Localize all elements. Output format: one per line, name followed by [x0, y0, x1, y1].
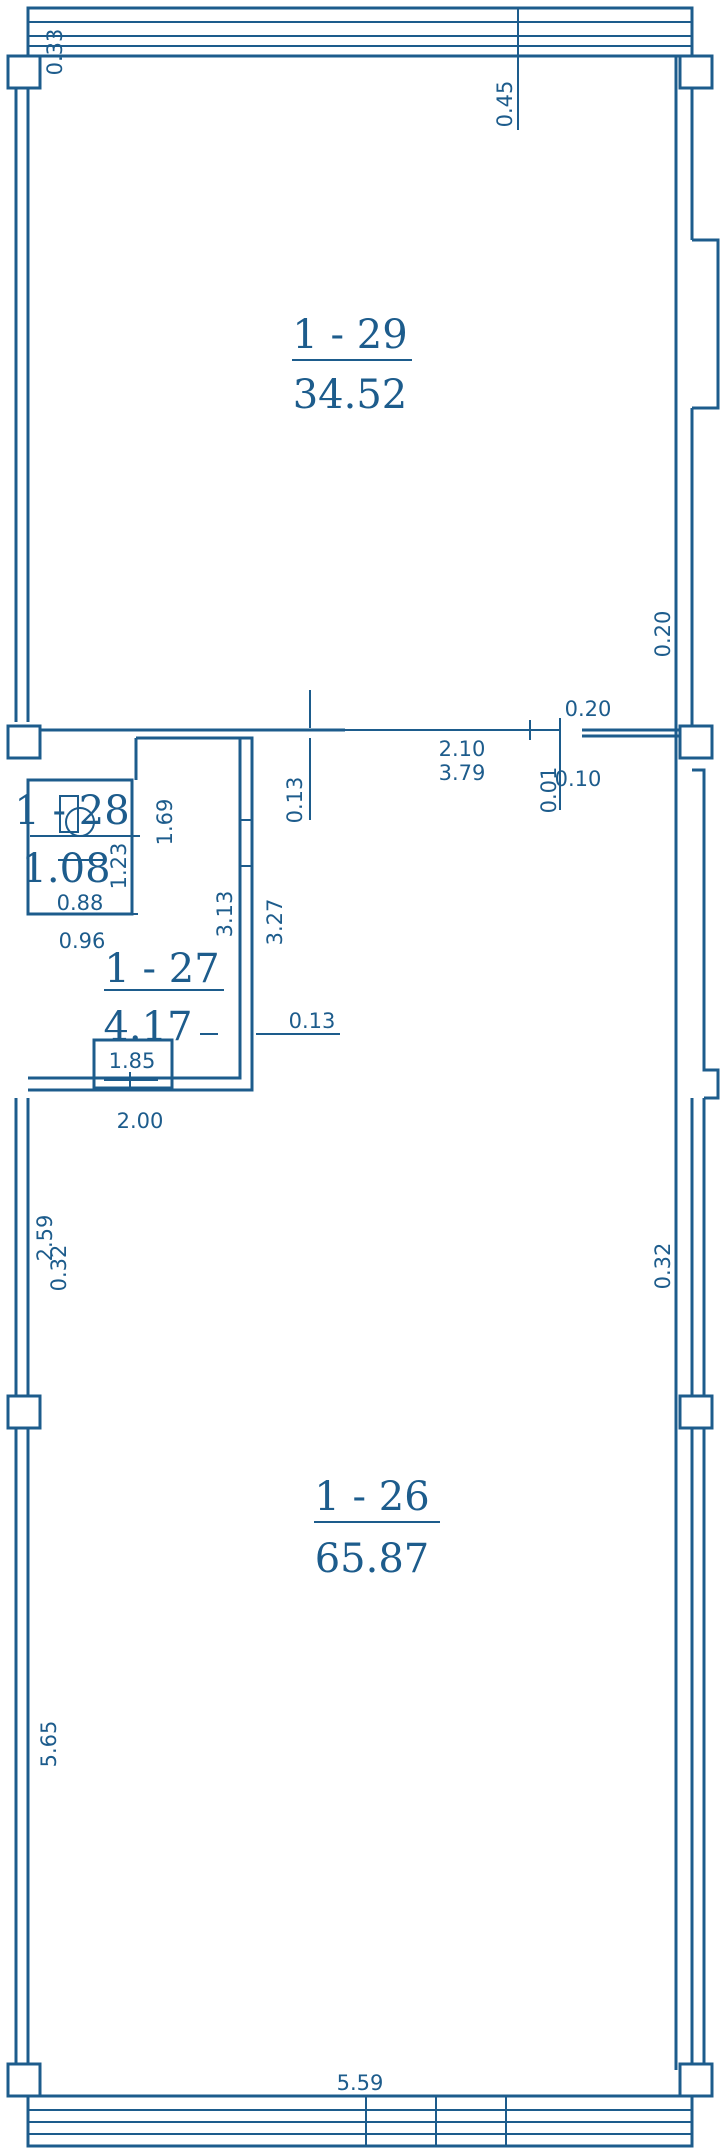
room-label-1-28: 1 - 28 1.08 — [14, 788, 140, 892]
dim-label: 3.13 — [213, 891, 237, 938]
dim-label: 0.32 — [651, 1243, 675, 1290]
dim-label: 0.88 — [57, 891, 104, 915]
dim-label: 0.45 — [493, 81, 517, 128]
bottom-wall-band — [26, 2094, 694, 2148]
dim-label: 5.65 — [37, 1721, 61, 1768]
dimension-marks — [104, 8, 561, 1088]
room-id: 1 - 28 — [14, 788, 129, 834]
dim-label: 2.10 — [439, 737, 486, 761]
top-wall-band — [26, 6, 694, 58]
columns — [6, 54, 714, 2098]
column-bottom-right — [678, 2062, 714, 2098]
dimension-labels: 0.33 0.45 0.20 0.20 0.13 2.10 3.79 0.01 … — [33, 29, 675, 2095]
room-area: 34.52 — [293, 372, 408, 418]
column-lower-left — [6, 1394, 42, 1430]
dim-label: 0.32 — [47, 1245, 71, 1292]
room-id: 1 - 27 — [104, 946, 219, 992]
room-area: 4.17 — [103, 1004, 192, 1050]
dim-label: 0.20 — [565, 697, 612, 721]
dim-label: 0.13 — [283, 777, 307, 824]
dim-label: 0.13 — [289, 1009, 336, 1033]
dim-label: 0.33 — [43, 29, 67, 76]
right-exterior-wall — [674, 56, 720, 2070]
dim-label: 1.23 — [107, 843, 131, 890]
partition-wall — [40, 718, 680, 742]
dim-label: 0.10 — [555, 767, 602, 791]
room-id: 1 - 29 — [292, 312, 407, 358]
dim-label: 1.85 — [109, 1049, 156, 1073]
room-label-1-26: 1 - 26 65.87 — [314, 1474, 440, 1582]
dim-label: 0.96 — [59, 929, 106, 953]
room-id: 1 - 26 — [314, 1474, 429, 1520]
utility-rooms — [26, 736, 254, 1092]
dim-label: 3.79 — [439, 761, 486, 785]
dim-label: 2.00 — [117, 1109, 164, 1133]
dim-label: 2.59 — [33, 1215, 57, 1262]
dim-label: 3.27 — [263, 899, 287, 946]
room-area: 65.87 — [315, 1536, 430, 1582]
dim-label: 1.69 — [153, 799, 177, 846]
room-area: 1.08 — [21, 846, 110, 892]
column-mid-right — [678, 724, 714, 760]
sink-icon — [59, 795, 79, 833]
dim-label: 0.01 — [537, 767, 561, 814]
column-mid-left — [6, 724, 42, 760]
column-lower-right — [678, 1394, 714, 1430]
left-exterior-wall — [14, 56, 30, 2070]
column-bottom-left — [6, 2062, 42, 2098]
room-label-1-29: 1 - 29 34.52 — [292, 312, 412, 418]
dim-label: 5.59 — [337, 2071, 384, 2095]
dim-label: 0.20 — [651, 611, 675, 658]
room-label-1-27: 1 - 27 4.17 — [103, 946, 224, 1050]
column-top-right — [678, 54, 714, 90]
column-top-left — [6, 54, 42, 90]
